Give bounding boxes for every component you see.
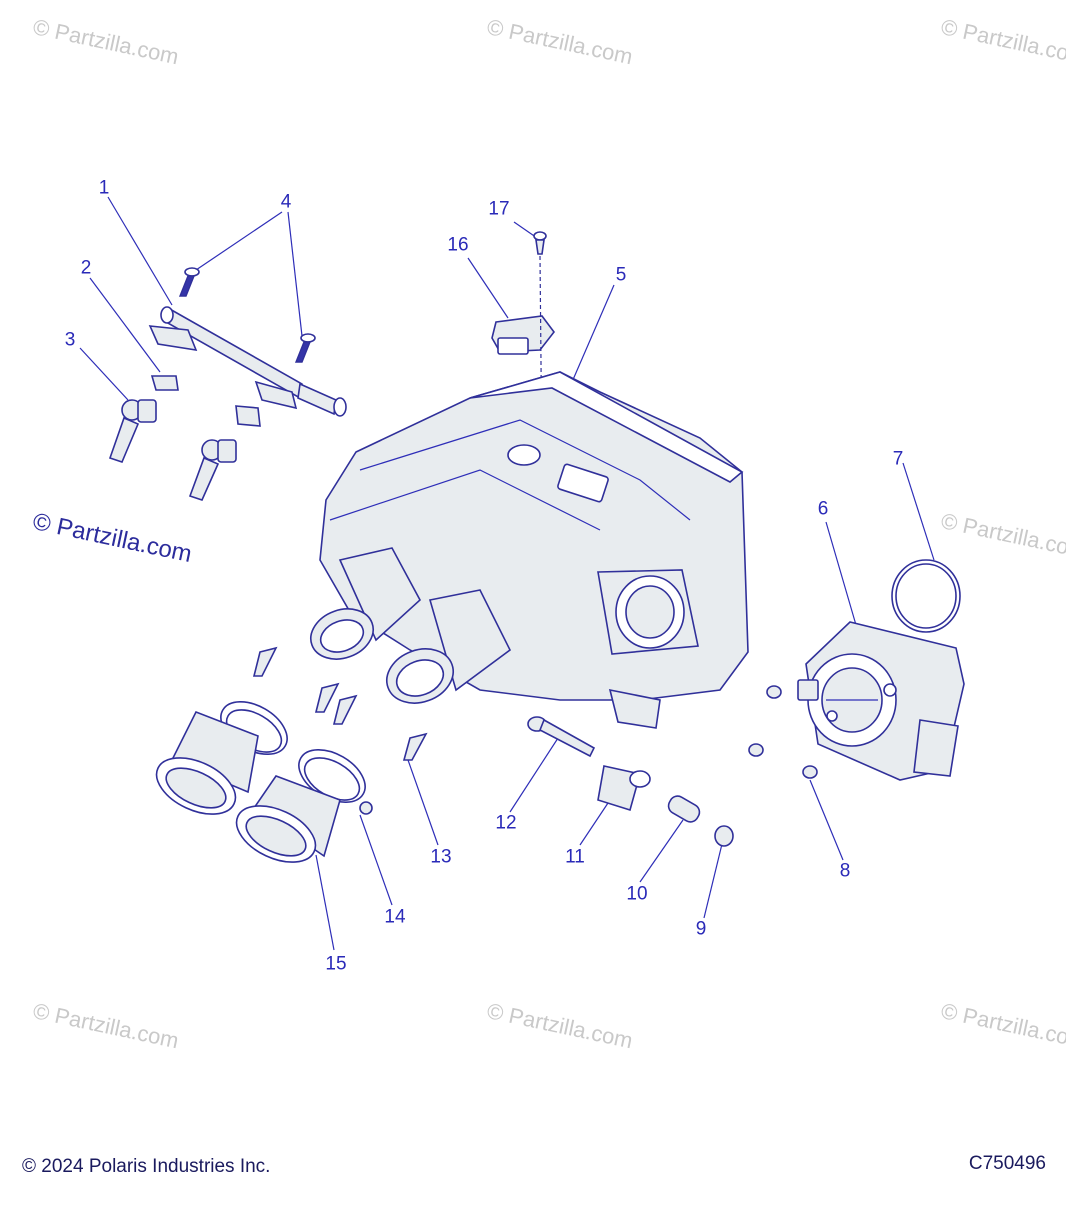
intake-boots	[155, 710, 341, 863]
callout-11: 11	[565, 846, 585, 868]
callout-10: 10	[626, 883, 648, 905]
rail-bolts	[178, 267, 316, 363]
throttle-gasket	[891, 559, 961, 633]
callout-8: 8	[839, 860, 851, 882]
callout-2: 2	[80, 257, 92, 279]
callout-17: 17	[488, 198, 510, 220]
callout-4: 4	[280, 191, 292, 213]
fuel-injectors	[108, 399, 237, 501]
callout-15: 15	[325, 953, 347, 975]
callout-5: 5	[615, 264, 627, 286]
drawing-id: C750496	[968, 1153, 1046, 1174]
intake-manifold	[310, 371, 749, 729]
throttle-body	[797, 621, 965, 781]
callout-7: 7	[892, 448, 904, 470]
callout-9: 9	[695, 918, 707, 940]
boot-bolts	[252, 646, 428, 761]
copyright-text: © 2024 Polaris Industries Inc.	[22, 1156, 271, 1177]
callout-12: 12	[495, 812, 517, 834]
callout-1: 1	[98, 177, 110, 199]
callout-13: 13	[430, 846, 452, 868]
callout-16: 16	[447, 234, 469, 256]
hardware-stack	[527, 716, 734, 847]
callout-6: 6	[817, 498, 829, 520]
throttle-screws	[748, 685, 818, 779]
callout-14: 14	[384, 906, 406, 928]
injector-clips	[150, 375, 261, 427]
fuel-rail	[148, 306, 347, 417]
map-sensor	[491, 231, 556, 471]
callout-3: 3	[64, 329, 76, 351]
